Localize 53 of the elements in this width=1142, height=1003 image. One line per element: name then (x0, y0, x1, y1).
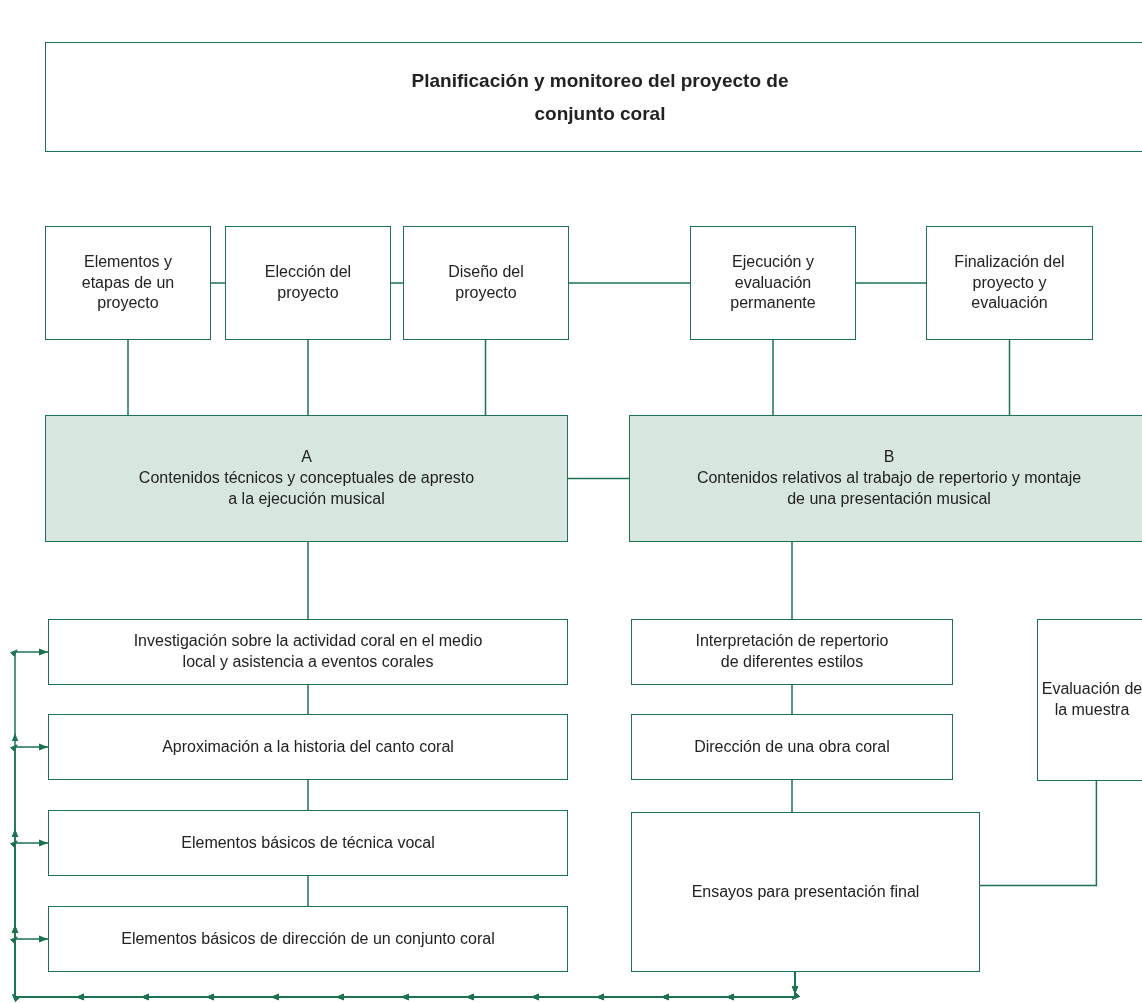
box-text: Diseño del proyecto (447, 262, 525, 303)
connector-line (307, 779, 309, 811)
process-box (45, 226, 211, 340)
arrow (10, 935, 800, 1002)
connector-line (307, 339, 309, 416)
box-text: Ejecución y evaluación permanente (729, 251, 817, 314)
connector-line (979, 780, 1098, 887)
box-text: Elementos básicos de dirección de un conjunto coral (121, 928, 495, 949)
process-box (48, 906, 568, 972)
connector-line (1008, 339, 1011, 416)
process-box (926, 226, 1093, 340)
process-box (48, 619, 568, 685)
connector-line (772, 339, 774, 416)
connector-line (855, 282, 927, 284)
box-text: Contenidos relativos al trabajo de repertorio y montaje de una presentación musical (695, 468, 1083, 509)
box-text: Evaluación de la muestra (1040, 679, 1142, 720)
process-box (631, 714, 953, 780)
process-box (1037, 619, 1142, 781)
box-text: Elementos y etapas de un proyecto (80, 251, 176, 314)
process-box (631, 619, 953, 685)
box-text: Interpretación de repertorio de diferentes estilos (694, 631, 890, 672)
box-text: Finalización del proyecto y evaluación (953, 251, 1066, 314)
process-box (403, 226, 569, 340)
process-box (225, 226, 391, 340)
connector-line (390, 282, 404, 284)
box-text: Dirección de una obra coral (694, 736, 890, 757)
connector-line (567, 477, 630, 480)
title-box (45, 42, 1142, 152)
process-box (48, 714, 568, 780)
connector-line (568, 282, 691, 284)
section-letter: B (883, 447, 895, 468)
box-text: Ensayos para presentación final (691, 881, 920, 902)
connector-line (307, 684, 309, 715)
connector-line (127, 339, 129, 416)
connector-line (307, 541, 309, 620)
process-box (48, 810, 568, 876)
box-text: Investigación sobre la actividad coral en el medio local y asistencia a eventos corales (132, 631, 484, 672)
box-text: Elementos básicos de técnica vocal (181, 832, 435, 853)
connector-line (307, 875, 309, 907)
connector-line (791, 541, 793, 620)
connector-line (791, 684, 793, 715)
box-text: Elección del proyecto (263, 262, 353, 303)
section-letter: A (301, 447, 312, 468)
process-box (690, 226, 856, 340)
connector-line (791, 779, 793, 813)
box-text: Contenidos técnicos y conceptuales de apresto a la ejecución musical (137, 468, 476, 509)
title-text: Planificación y monitoreo del proyecto de conjunto coral (410, 68, 790, 126)
connector-line (484, 339, 487, 416)
section-box (45, 415, 568, 542)
process-box (631, 812, 980, 972)
box-text: Aproximación a la historia del canto coral (162, 736, 454, 757)
section-box (629, 415, 1142, 542)
connector-line (210, 282, 226, 284)
